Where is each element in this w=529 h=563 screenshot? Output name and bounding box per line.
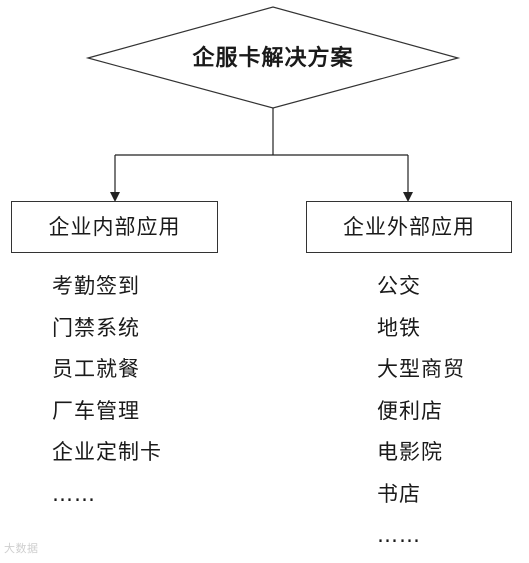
list-item: 企业定制卡	[52, 440, 162, 464]
list-item: 考勤签到	[52, 274, 140, 298]
root-decision-diamond	[85, 6, 461, 109]
list-item: ……	[377, 523, 421, 547]
list-item: 电影院	[377, 440, 443, 464]
list-item: 公交	[377, 274, 421, 298]
list-item: 员工就餐	[52, 357, 140, 381]
list-item: ……	[52, 481, 96, 506]
external-applications-list: 公交 地铁 大型商贸 便利店 电影院 书店 ……	[377, 266, 465, 557]
internal-applications-list: 考勤签到 门禁系统 员工就餐 厂车管理 企业定制卡 ……	[52, 266, 162, 515]
internal-applications-label: 企业内部应用	[48, 215, 181, 239]
list-item: 厂车管理	[52, 398, 140, 423]
watermark: 大数据	[4, 542, 39, 555]
external-applications-label: 企业外部应用	[343, 215, 475, 239]
list-item: 大型商贸	[377, 357, 465, 381]
list-item: 便利店	[377, 398, 443, 423]
list-item: 门禁系统	[52, 315, 140, 340]
external-applications-box: 企业外部应用	[306, 201, 512, 253]
list-item: 地铁	[377, 315, 421, 340]
root-node-label: 企服卡解决方案	[192, 45, 354, 71]
list-item: 书店	[377, 481, 421, 506]
internal-applications-box: 企业内部应用	[11, 201, 218, 253]
